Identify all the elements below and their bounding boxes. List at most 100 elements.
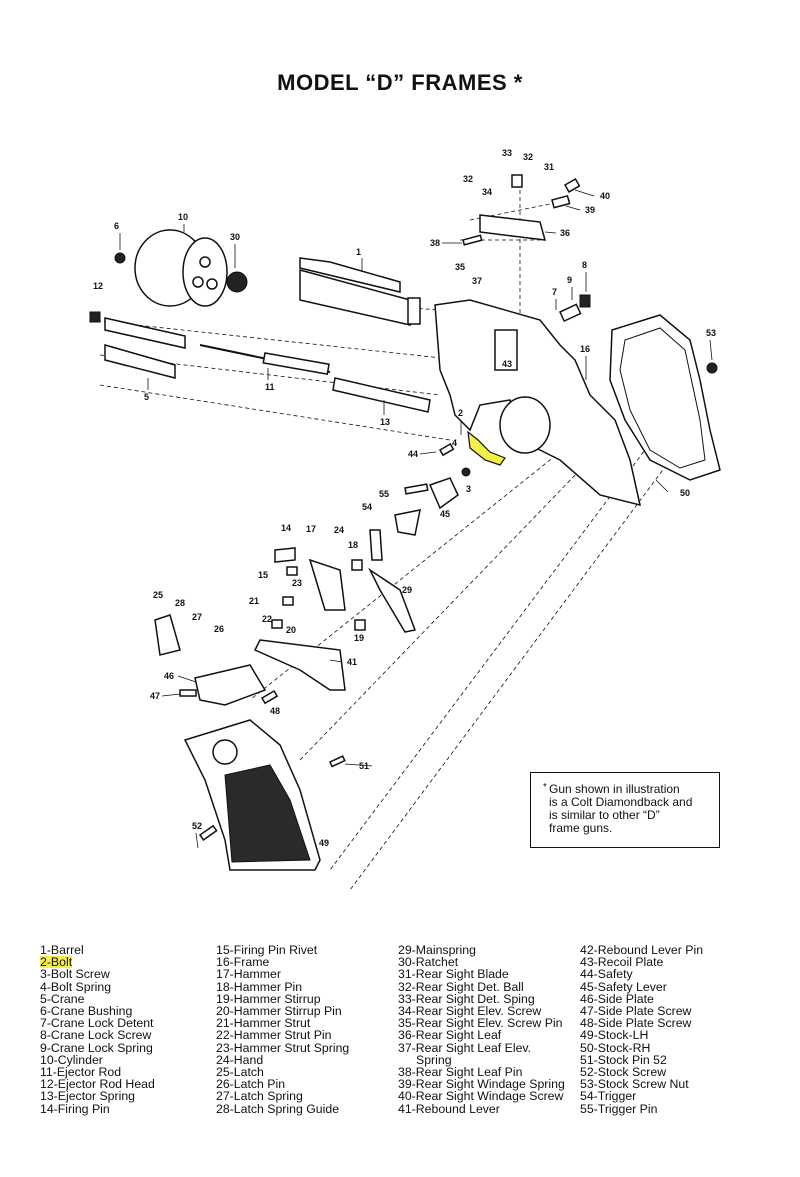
legend-item: 14-Firing Pin [40, 1101, 110, 1116]
legend-item: 48-Side Plate Screw [580, 1016, 692, 1031]
note-asterisk: * [543, 782, 547, 793]
callout-25: 25 [153, 590, 163, 600]
legend-item: 41-Rebound Lever [398, 1101, 500, 1116]
callout-52: 52 [192, 821, 202, 831]
legend-item: Spring [416, 1052, 452, 1067]
crane-bushing-part [114, 252, 126, 264]
legend-item: 55-Trigger Pin [580, 1101, 658, 1116]
callout-16: 16 [580, 344, 590, 354]
legend-column-1: 1-Barrel 2-Bolt 3-Bolt Screw 4-Bolt Spri… [40, 944, 155, 1115]
callout-1: 1 [356, 247, 361, 257]
callout-11: 11 [265, 382, 275, 392]
legend-item: 38-Rear Sight Leaf Pin [398, 1065, 523, 1080]
legend-item: 28-Latch Spring Guide [216, 1101, 340, 1116]
callout-43: 43 [502, 359, 512, 369]
legend-item: 30-Ratchet [398, 955, 459, 970]
legend-item: 8-Crane Lock Screw [40, 1028, 152, 1043]
callout-53: 53 [706, 328, 716, 338]
legend-item: 6-Crane Bushing [40, 1004, 133, 1019]
callout-49: 49 [319, 838, 329, 848]
legend-item: 45-Safety Lever [580, 979, 667, 994]
legend-item: 25-Latch [216, 1065, 264, 1080]
callout-30: 30 [230, 232, 240, 242]
legend-item: 12-Ejector Rod Head [40, 1077, 155, 1092]
legend-item: 23-Hammer Strut Spring [216, 1040, 350, 1055]
legend-item-bolt-highlighted: 2-Bolt [40, 955, 73, 970]
callout-31: 31 [544, 162, 554, 172]
legend-item: 18-Hammer Pin [216, 979, 303, 994]
callout-15: 15 [258, 570, 268, 580]
legend-item: 9-Crane Lock Spring [40, 1040, 153, 1055]
rear-sight-assembly [462, 174, 581, 246]
legend-item: 36-Rear Sight Leaf [398, 1028, 502, 1043]
callout-5: 5 [144, 392, 149, 402]
legend-item: 15-Firing Pin Rivet [216, 943, 318, 957]
callout-14: 14 [281, 523, 291, 533]
callout-46: 46 [164, 671, 174, 681]
callout-12: 12 [93, 281, 103, 291]
callout-13: 13 [380, 417, 390, 427]
legend-item: 49-Stock-LH [580, 1028, 649, 1043]
callout-7: 7 [552, 287, 557, 297]
legend-item: 13-Ejector Spring [40, 1089, 136, 1104]
legend-item: 50-Stock-RH [580, 1040, 651, 1055]
ejector-spring-part [332, 377, 431, 413]
cylinder-part [134, 229, 228, 307]
legend-item: 53-Stock Screw Nut [580, 1077, 689, 1092]
callout-10: 10 [178, 212, 188, 222]
callout-44: 44 [408, 449, 418, 459]
legend-item: 37-Rear Sight Leaf Elev. [398, 1040, 532, 1055]
stock-rh-part [609, 314, 721, 481]
stock-lh-part [183, 719, 321, 871]
callout-38: 38 [430, 238, 440, 248]
legend-item: 31-Rear Sight Blade [398, 967, 509, 982]
callout-35: 35 [455, 262, 465, 272]
callout-36: 36 [560, 228, 570, 238]
callout-51: 51 [359, 761, 369, 771]
legend-item: 3-Bolt Screw [40, 967, 110, 982]
note-box: * Gun shown in illustration is a Colt Di… [530, 772, 720, 848]
legend-column-4: 42-Rebound Lever Pin 43-Recoil Plate 44-… [580, 944, 703, 1115]
callout-21: 21 [249, 596, 259, 606]
callout-55: 55 [379, 489, 389, 499]
callout-9: 9 [567, 275, 572, 285]
legend-item: 5-Crane [40, 991, 85, 1006]
legend-item: 44-Safety [580, 967, 633, 982]
legend-item: 43-Recoil Plate [580, 955, 664, 970]
legend-item: 32-Rear Sight Det. Ball [398, 979, 524, 994]
diagram-title: MODEL “D” FRAMES * [277, 70, 523, 95]
legend-item: 52-Stock Screw [580, 1065, 667, 1080]
callout-2: 2 [458, 408, 463, 418]
legend-item: 54-Trigger [580, 1089, 637, 1104]
legend-item: 39-Rear Sight Windage Spring [398, 1077, 565, 1092]
exploded-parts-diagram: 1 2 3 4 5 6 7 8 9 10 11 12 13 14 15 16 1… [89, 148, 721, 891]
callout-47: 47 [150, 691, 160, 701]
callout-18: 18 [348, 540, 358, 550]
part-callouts: 1 2 3 4 5 6 7 8 9 10 11 12 13 14 15 16 1… [93, 148, 716, 848]
callout-28: 28 [175, 598, 185, 608]
callout-17: 17 [306, 524, 316, 534]
note-text: Gun shown in illustration is a Colt Diam… [549, 782, 693, 835]
legend-column-3: 29-Mainspring 30-Ratchet 31-Rear Sight B… [398, 944, 565, 1115]
legend-item: 10-Cylinder [40, 1052, 103, 1067]
callout-33: 33 [502, 148, 512, 158]
callout-29: 29 [402, 585, 412, 595]
callout-37: 37 [472, 276, 482, 286]
callout-20: 20 [286, 625, 296, 635]
legend-item: 46-Side Plate [580, 991, 654, 1006]
callout-22: 22 [262, 614, 272, 624]
crane-part [104, 317, 186, 379]
callout-34: 34 [482, 187, 492, 197]
legend-item: 16-Frame [216, 955, 270, 970]
legend-item: 34-Rear Sight Elev. Screw [398, 1004, 542, 1019]
legend-item: 20-Hammer Stirrup Pin [216, 1004, 342, 1019]
lockwork-parts [154, 442, 471, 841]
ratchet-part [226, 271, 248, 293]
legend-item: 26-Latch Pin [216, 1077, 286, 1092]
ejector-rod-head-part [89, 311, 101, 323]
legend-item: 47-Side Plate Screw [580, 1004, 692, 1019]
legend-item: 40-Rear Sight Windage Screw [398, 1089, 564, 1104]
bolt-part-highlighted [467, 430, 506, 466]
callout-4: 4 [452, 438, 457, 448]
legend-item: 29-Mainspring [398, 943, 476, 957]
